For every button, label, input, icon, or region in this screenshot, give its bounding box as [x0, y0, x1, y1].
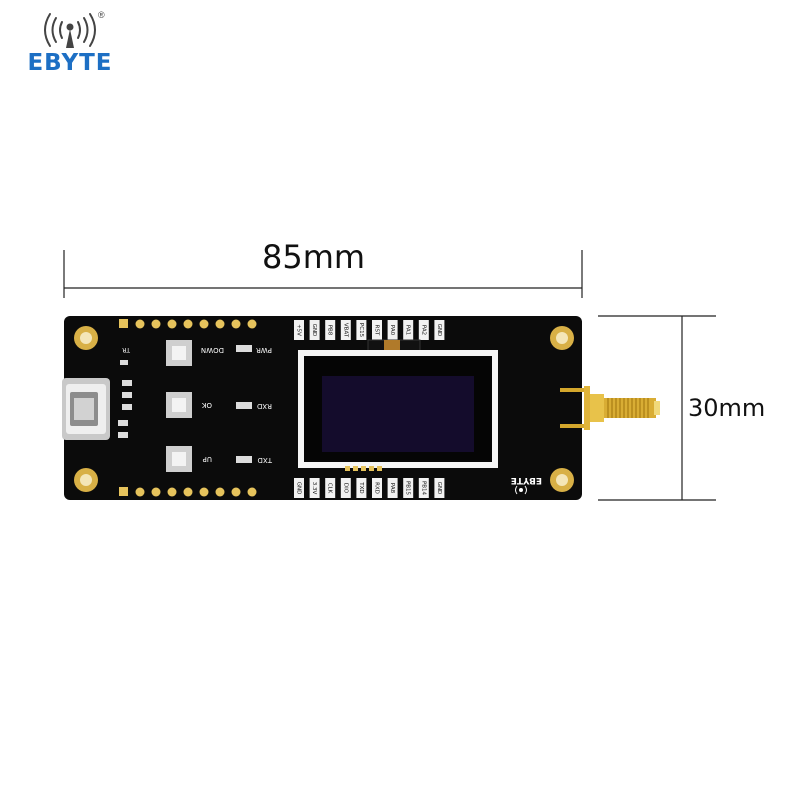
pin-label: PA0	[389, 325, 395, 336]
status-leds	[236, 345, 252, 463]
pin-tab	[325, 320, 336, 340]
width-dimension-line	[63, 250, 583, 298]
pin-tab	[434, 320, 445, 340]
pin-tab	[418, 478, 429, 498]
usb-c-connector	[62, 378, 110, 440]
registered-mark: ®	[98, 10, 105, 20]
up-label: UP	[203, 455, 212, 463]
pin-label: RXD	[374, 482, 380, 494]
down-button[interactable]	[166, 340, 192, 366]
pwr-label: PWR	[256, 346, 272, 354]
pin-label: PA8	[389, 483, 395, 494]
pin-tab	[434, 478, 445, 498]
pin-tab	[340, 320, 351, 340]
ok-button[interactable]	[166, 392, 192, 418]
ebyte-logo: ® EBYTE	[14, 10, 126, 76]
pin-label: PA2	[420, 325, 426, 335]
oled-pads	[345, 466, 382, 471]
pin-tab	[325, 478, 336, 498]
smd-components	[118, 360, 132, 438]
sma-antenna-connector	[560, 386, 660, 430]
pin-tab	[403, 478, 414, 498]
width-dimension-label: 85mm	[262, 238, 366, 276]
wireless-signal-icon	[44, 13, 96, 48]
bottom-solder-pads	[119, 487, 257, 497]
height-dimension-label: 30mm	[688, 394, 766, 422]
brand-name: EBYTE	[27, 50, 113, 76]
pin-tab	[356, 478, 367, 498]
pin-label: PB14	[420, 481, 426, 496]
pin-label: VBAT	[342, 323, 348, 338]
bottom-pin-labels: GND 3.3V CLK DIO TXD RXD PA8 PB15 PB14 GND	[294, 478, 445, 498]
tr-label: TR	[122, 346, 131, 353]
pin-tab	[403, 320, 414, 340]
pin-tab	[387, 320, 398, 340]
up-button[interactable]	[166, 446, 192, 472]
pin-label: GND	[436, 324, 442, 337]
pin-label: PC15	[358, 323, 364, 338]
pin-tab	[372, 478, 382, 498]
pin-label: PB8	[327, 325, 333, 336]
rxd-label: RXD	[257, 402, 272, 410]
pin-label: RST	[374, 325, 380, 336]
pin-label: GND	[296, 482, 302, 495]
mounting-holes	[74, 326, 574, 492]
ok-label: OK	[201, 401, 212, 409]
pin-tab	[309, 478, 320, 498]
txd-label: TXD	[258, 456, 273, 464]
pin-tab	[294, 320, 304, 340]
pin-label: +5V	[296, 324, 302, 336]
pin-label: 3.3V	[311, 482, 317, 495]
pin-label: CLK	[327, 483, 333, 494]
top-pin-labels: +5V GND PB8 VBAT PC15 RST PA0 PA1 PA2 GND	[294, 320, 445, 340]
pin-label: PA1	[405, 325, 411, 335]
pin-tab	[294, 478, 304, 498]
pin-tab	[372, 320, 382, 340]
top-solder-pads	[119, 319, 257, 329]
pin-tab	[387, 478, 398, 498]
pin-tab	[418, 320, 429, 340]
silkscreen-signal-icon	[515, 485, 527, 495]
pin-tab	[340, 478, 351, 498]
oled-display	[298, 339, 498, 468]
pin-tab	[356, 320, 367, 340]
down-label: DOWN	[201, 346, 224, 354]
pin-label: PB15	[405, 481, 411, 496]
height-dimension-line	[598, 315, 716, 501]
pin-label: DIO	[342, 483, 348, 494]
pin-label: GND	[436, 482, 442, 495]
silkscreen-logo: EBYTE	[511, 475, 542, 485]
pin-tab	[309, 320, 320, 340]
pin-label: GND	[311, 324, 317, 337]
pin-label: TXD	[358, 481, 364, 493]
